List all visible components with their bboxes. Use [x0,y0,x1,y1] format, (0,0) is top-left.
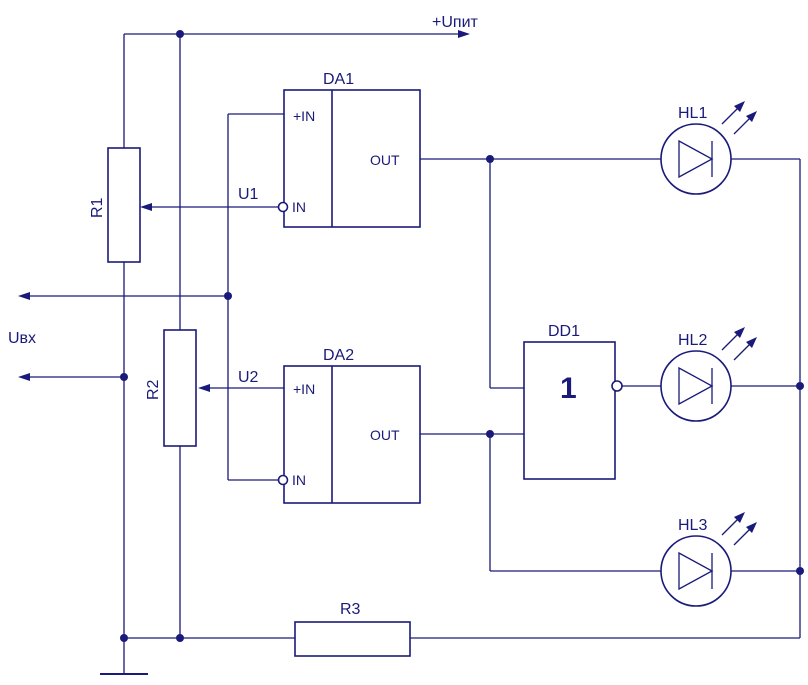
led-hl3 [660,512,757,607]
r1-wiper-arrow-icon [140,203,152,211]
u2-label: U2 [238,369,259,386]
da2-in-minus-label: IN [292,472,306,488]
led-hl2 [660,327,757,422]
input-label: Uвх [8,330,36,347]
da2-in-plus-label: +IN [293,381,315,397]
opamp-da1 [283,89,421,228]
da1-label: DA1 [323,71,354,88]
r3-label: R3 [340,601,361,618]
input-arrow-icon [18,373,30,381]
r2-label: R2 [145,379,162,400]
hl1-label: HL1 [678,105,707,122]
da1-inverting-input-icon [277,201,289,213]
da2-label: DA2 [323,347,354,364]
junction-dots [120,30,804,642]
r1-label: R1 [89,197,106,218]
da1-out-label: OUT [370,152,400,168]
da1-in-minus-label: IN [292,199,306,215]
resistor-r1 [107,147,141,263]
hl3-label: HL3 [678,517,707,534]
wires [22,30,801,675]
resistor-r3 [294,621,411,657]
input-arrow-icon [18,292,30,300]
inverter-bubble-icon [611,380,623,392]
supply-label: +Uпит [432,14,479,31]
dd1-label: DD1 [548,323,580,340]
resistor-r2 [163,329,197,447]
da2-inverting-input-icon [277,474,289,486]
u1-label: U1 [238,186,259,203]
logic-gate-dd1 [523,341,616,480]
hl2-label: HL2 [678,332,707,349]
opamp-da2 [283,365,421,504]
da1-in-plus-label: +IN [293,108,315,124]
r2-wiper-arrow-icon [198,384,210,392]
da2-out-label: OUT [370,427,400,443]
dd1-symbol: 1 [560,372,577,405]
led-hl1 [660,101,757,195]
